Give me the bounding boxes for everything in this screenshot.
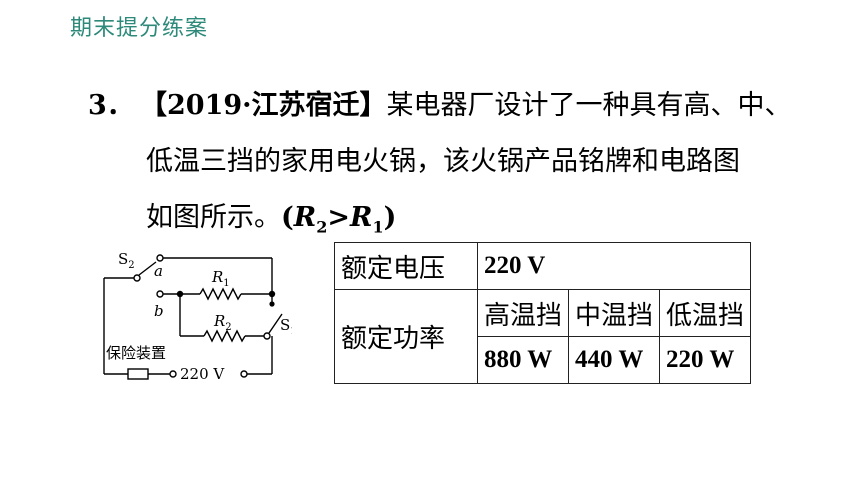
table-row: 额定功率 高温挡 中温挡 低温挡 xyxy=(334,289,752,384)
s1-label: S1 xyxy=(280,316,292,337)
gear-low: 低温挡 xyxy=(659,289,752,337)
question-source: 【2019·江苏宿迁】 xyxy=(140,90,387,121)
power-low: 220 W xyxy=(659,336,752,384)
power-high: 880 W xyxy=(476,336,570,384)
protection-device-label: 保险装置 xyxy=(106,344,166,362)
table-row: 额定电压 220 V xyxy=(334,242,752,290)
header-title: 期末提分练案 xyxy=(70,16,209,41)
r1-label: R1 xyxy=(211,268,230,289)
gear-high: 高温挡 xyxy=(476,289,570,337)
r2-label: R2 xyxy=(213,312,232,333)
rated-power-label: 额定功率 xyxy=(334,289,478,384)
question-number: 3． xyxy=(88,90,134,121)
nameplate-table: 额定电压 220 V 额定功率 高温挡 中温挡 低温挡 880 W 440 W … xyxy=(334,242,752,384)
question-line-3: 如图所示。(R2>R1) xyxy=(88,190,828,255)
question-line-2: 低温三挡的家用电火锅，该火锅产品铭牌和电路图 xyxy=(146,146,740,177)
contact-b-label: b xyxy=(154,302,164,320)
rated-voltage-label: 额定电压 xyxy=(334,242,478,290)
rated-voltage-value: 220 V xyxy=(476,242,752,290)
voltage-label: 220 V xyxy=(180,365,225,383)
contact-a-label: a xyxy=(154,262,163,280)
resistance-condition: (R2>R1) xyxy=(281,202,397,237)
circuit-diagram: S2 a b R1 R2 S1 保险装置 220 V xyxy=(103,250,292,383)
question-block: 3．【2019·江苏宿迁】某电器厂设计了一种具有高、中、 低温三挡的家用电火锅，… xyxy=(88,78,828,255)
question-text-3: 如图所示。 xyxy=(146,202,281,233)
s2-label: S2 xyxy=(118,250,135,271)
gear-mid: 中温挡 xyxy=(568,289,661,337)
power-mid: 440 W xyxy=(568,336,661,384)
question-text-1: 某电器厂设计了一种具有高、中、 xyxy=(386,90,792,121)
table-row: 880 W 440 W 220 W xyxy=(335,336,752,384)
question-line-1: 3．【2019·江苏宿迁】某电器厂设计了一种具有高、中、 xyxy=(88,78,828,134)
